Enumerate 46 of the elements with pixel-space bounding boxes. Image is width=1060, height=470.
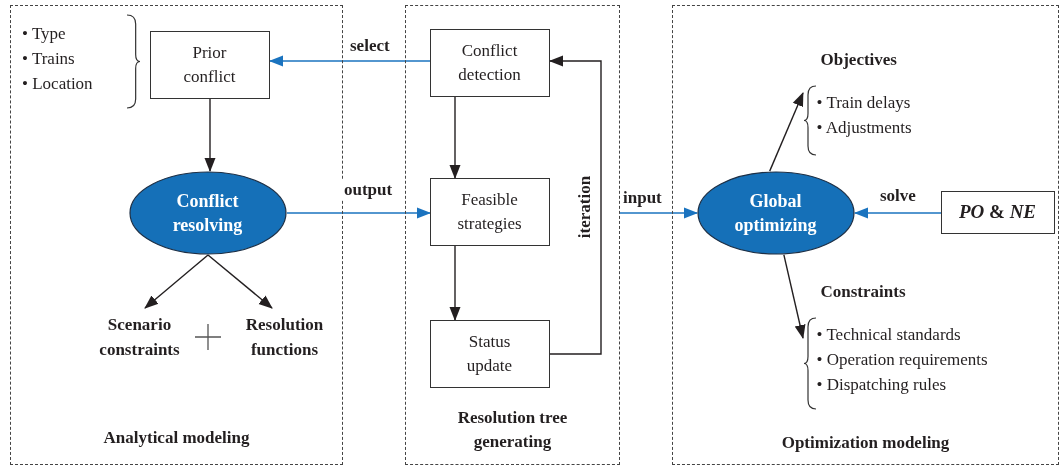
list-item: • Train delays (816, 91, 911, 114)
arrow (619, 207, 698, 219)
section-heading: Constraints (820, 281, 906, 302)
arrow (286, 207, 431, 219)
edge-label: input (621, 188, 664, 208)
method-box (940, 190, 1055, 234)
process-box (149, 30, 270, 99)
process-ellipse (696, 170, 855, 255)
arrow (769, 92, 804, 172)
panel-title: Analytical modeling (103, 427, 250, 449)
list-item: • Technical standards (816, 323, 961, 346)
process-box (429, 319, 550, 388)
arrow (144, 254, 209, 309)
section-heading: Objectives (820, 49, 897, 70)
list-item: • Location (22, 73, 93, 95)
dashed-panel (672, 5, 1059, 465)
process-box (429, 28, 550, 97)
panel-title: Optimization modeling (781, 432, 950, 454)
dashed-panel (10, 5, 343, 465)
list-item: • Adjustments (816, 116, 912, 139)
arrow (854, 207, 942, 219)
dashed-panel (405, 5, 620, 465)
list-item: • Operation requirements (816, 348, 988, 371)
outcome-label: Scenario constraints (98, 313, 181, 361)
box-label: PO & NE (958, 201, 1037, 223)
arrow (204, 98, 216, 172)
panel-title: Resolution tree generating (456, 407, 569, 453)
arrow (207, 254, 273, 309)
box-label: Conflict detection (457, 39, 522, 86)
arrow (269, 55, 431, 67)
process-ellipse (128, 170, 287, 255)
arrow (549, 55, 602, 355)
list-item: • Dispatching rules (816, 373, 947, 396)
arrow (449, 96, 461, 179)
arrow (449, 245, 461, 321)
box-label: Prior conflict (182, 41, 237, 88)
ellipse-label: Conflict resolving (171, 189, 244, 237)
arrow (783, 254, 806, 339)
list-item: • Type (22, 23, 66, 45)
box-label: Feasible strategies (456, 188, 523, 235)
outcome-label: Resolution functions (244, 313, 325, 361)
list-item: • Trains (22, 48, 75, 70)
process-box (429, 177, 550, 246)
ellipse-label: Global optimizing (733, 189, 818, 237)
edge-label: output (342, 180, 395, 200)
box-label: Status update (465, 330, 514, 377)
